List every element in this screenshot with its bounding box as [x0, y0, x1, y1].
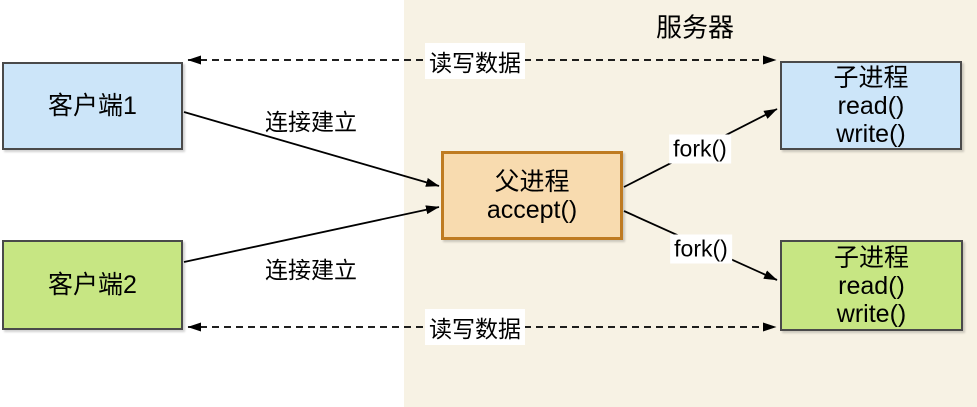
- server-region-label: 服务器: [655, 12, 735, 43]
- child-bottom-call-read: read(): [838, 271, 905, 300]
- node-client1: 客户端1: [2, 62, 183, 150]
- edge-conn-client1-parent: [183, 111, 440, 187]
- node-child-process-top: 子进程 read() write(): [780, 61, 962, 150]
- child-bottom-call-write: write(): [836, 299, 907, 328]
- edge-label-fork-top: fork(): [669, 134, 731, 164]
- child-bottom-name: 子进程: [833, 243, 909, 272]
- edge-label-rw-bottom: 读写数据: [425, 309, 525, 345]
- edge-conn-client2-parent: [183, 205, 440, 263]
- node-client2: 客户端2: [2, 240, 183, 330]
- edge-label-rw-top: 读写数据: [425, 43, 525, 79]
- node-child-process-bottom: 子进程 read() write(): [780, 240, 963, 331]
- node-client2-label: 客户端2: [48, 271, 137, 299]
- node-client1-label: 客户端1: [48, 92, 137, 120]
- edge-label-conn-bottom: 连接建立: [265, 257, 357, 283]
- edge-label-conn-top: 连接建立: [265, 109, 357, 135]
- edge-label-fork-bottom: fork(): [670, 234, 732, 264]
- child-top-name: 子进程: [833, 63, 909, 92]
- child-top-call-read: read(): [837, 91, 905, 120]
- node-parent-process: 父进程 accept(): [441, 151, 623, 240]
- child-top-call-write: write(): [836, 119, 906, 148]
- parent-process-call: accept(): [486, 195, 578, 224]
- parent-process-name: 父进程: [494, 167, 570, 196]
